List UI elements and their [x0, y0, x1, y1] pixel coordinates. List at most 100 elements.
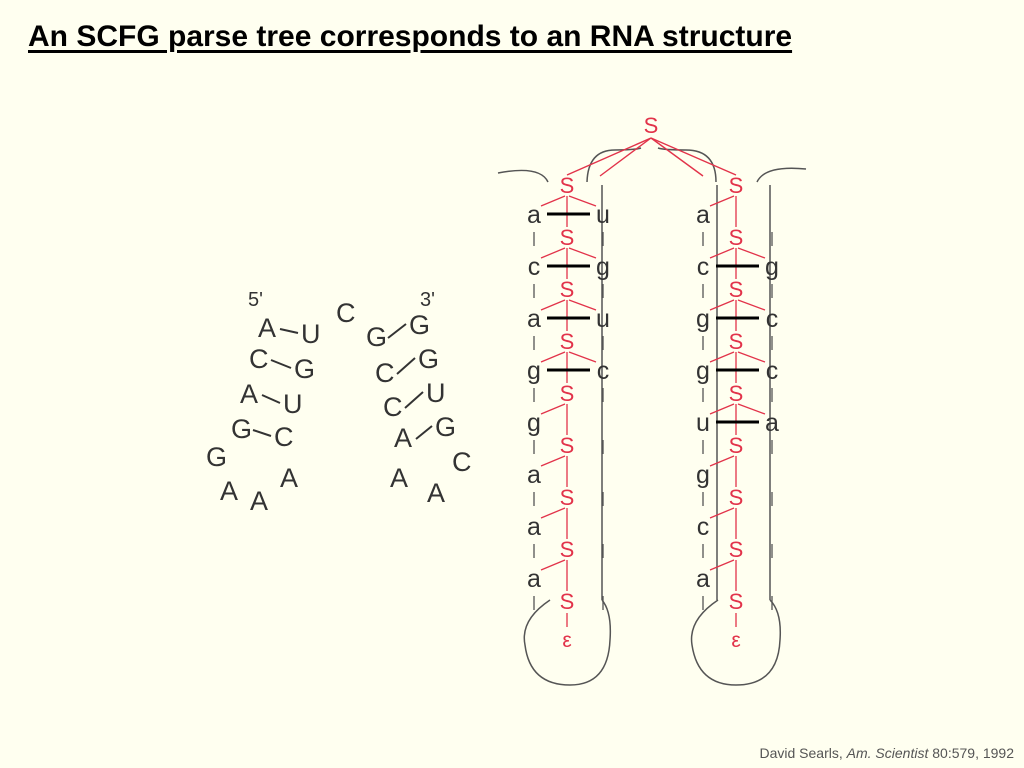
terminal-left: u: [696, 409, 710, 437]
terminal-left: g: [527, 409, 541, 437]
nonterminal-s: S: [560, 537, 575, 562]
tree-edge: [540, 455, 566, 467]
tree-edge: [709, 403, 735, 415]
terminal-left: g: [527, 357, 541, 385]
nonterminal-s: S: [560, 589, 575, 614]
tree-edge: [709, 299, 735, 311]
rna-base: G: [294, 354, 315, 384]
nonterminal-s: S: [560, 173, 575, 198]
nonterminal-s: S: [560, 225, 575, 250]
nonterminal-s: S: [729, 589, 744, 614]
terminal-left: c: [528, 253, 541, 281]
rna-base: C: [336, 298, 356, 328]
terminal-right: u: [596, 201, 610, 229]
rna-base: U: [426, 378, 446, 408]
tree-edge: [540, 403, 566, 415]
tree-outline: [497, 147, 807, 686]
nonterminal-s: S: [729, 173, 744, 198]
tree-edge: [568, 195, 597, 207]
rna-base: G: [418, 344, 439, 374]
nonterminal-s: S: [560, 329, 575, 354]
citation-ref: 80:579, 1992: [932, 745, 1014, 761]
rna-base: C: [383, 392, 403, 422]
tree-edge: [709, 455, 735, 467]
tree-edge: [709, 247, 735, 259]
base-pair-bond: [404, 391, 424, 409]
rna-base-pair-bonds: [252, 323, 433, 440]
nonterminal-s: S: [560, 277, 575, 302]
rna-base: G: [206, 442, 227, 472]
terminal-left: a: [696, 201, 710, 229]
epsilon-terminal: ε: [731, 629, 740, 652]
rna-base: A: [280, 463, 298, 493]
nonterminal-s: S: [729, 381, 744, 406]
rna-base: G: [366, 322, 387, 352]
base-pair-bond: [387, 323, 407, 339]
tree-edge: [540, 559, 566, 571]
three-prime-label: 3': [420, 289, 435, 311]
rna-base: A: [427, 478, 445, 508]
rna-base: C: [249, 344, 269, 374]
nonterminal-s: S: [560, 485, 575, 510]
backbone-outline: [690, 599, 782, 686]
base-pair-bond: [252, 429, 272, 437]
base-pair-bond: [415, 425, 433, 440]
citation: David Searls, Am. Scientist 80:579, 1992: [760, 745, 1015, 761]
rna-base: G: [231, 414, 252, 444]
tree-edge: [709, 559, 735, 571]
epsilon-terminal: ε: [562, 629, 571, 652]
terminal-left: a: [527, 305, 541, 333]
nonterminal-s: S: [560, 381, 575, 406]
tree-edge: [568, 299, 597, 311]
terminal-right: g: [596, 253, 610, 281]
rna-base: C: [452, 447, 472, 477]
tree-edge: [566, 137, 652, 176]
tree-edge: [568, 351, 597, 363]
citation-journal: Am. Scientist: [846, 745, 929, 761]
terminal-right: c: [766, 305, 779, 333]
terminal-left: g: [696, 357, 710, 385]
rna-base: U: [283, 389, 303, 419]
rna-base: G: [435, 412, 456, 442]
base-pair-bond: [396, 357, 416, 375]
terminal-left: a: [527, 201, 541, 229]
backbone-outline: [523, 599, 612, 686]
terminal-right: g: [765, 253, 779, 281]
terminal-left: g: [696, 305, 710, 333]
terminal-left: g: [696, 461, 710, 489]
nonterminal-s: S: [729, 225, 744, 250]
nonterminal-s: S: [729, 329, 744, 354]
rna-base: A: [390, 463, 408, 493]
nonterminal-s: S: [729, 277, 744, 302]
tree-edge: [540, 351, 566, 363]
terminal-left: a: [527, 461, 541, 489]
tree-edge: [650, 137, 704, 177]
root-nonterminal: S: [644, 113, 659, 138]
rna-base: C: [375, 358, 395, 388]
tree-edge: [540, 195, 566, 207]
terminal-left: a: [527, 513, 541, 541]
five-prime-label: 5': [248, 289, 263, 311]
terminal-left: c: [697, 513, 710, 541]
tree-edge: [540, 299, 566, 311]
terminal-right: c: [597, 357, 610, 385]
tree-edge: [709, 195, 735, 207]
base-pair-bond: [270, 359, 292, 369]
rna-base: U: [301, 319, 321, 349]
nonterminal-s: S: [729, 537, 744, 562]
rna-base: A: [258, 313, 276, 343]
backbone-outline: [657, 147, 717, 183]
tree-edge: [568, 247, 597, 259]
rna-base: A: [394, 423, 412, 453]
tree-edge: [737, 247, 766, 259]
rna-base: A: [240, 379, 258, 409]
base-pair-bond: [261, 394, 281, 404]
rna-base: C: [274, 422, 294, 452]
tree-edge: [737, 351, 766, 363]
terminal-left: c: [697, 253, 710, 281]
